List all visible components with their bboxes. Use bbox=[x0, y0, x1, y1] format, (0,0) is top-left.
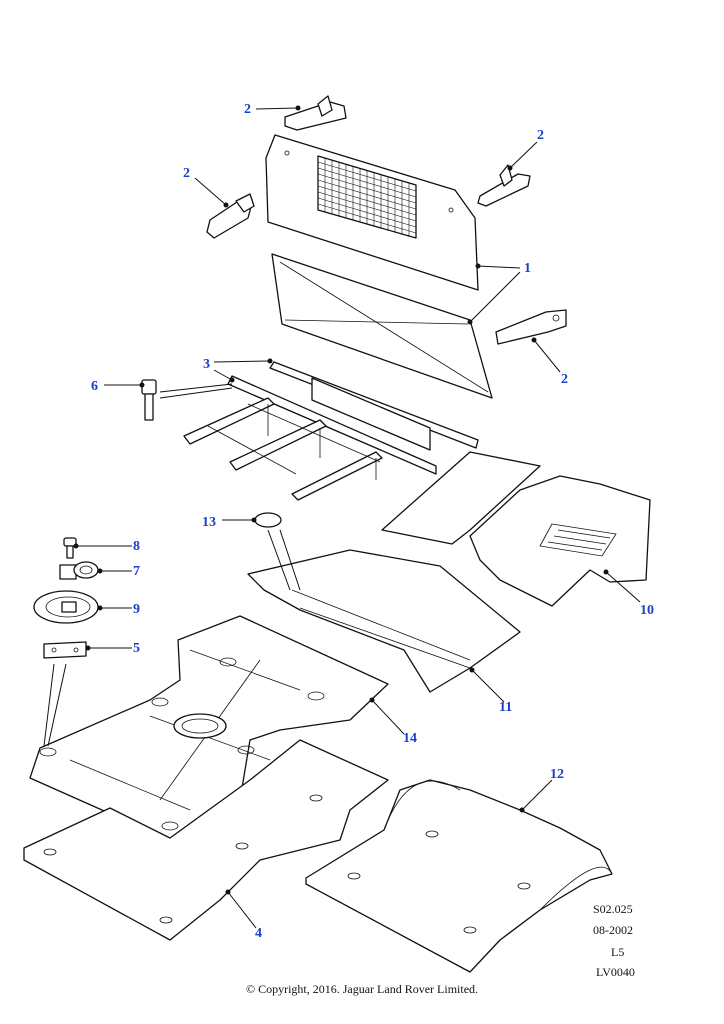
drawing-code: LV0040 bbox=[596, 965, 635, 979]
callout-10[interactable]: 10 bbox=[640, 603, 654, 618]
callout-8[interactable]: 8 bbox=[133, 539, 140, 554]
part-9-cup bbox=[33, 590, 99, 624]
drawing-date: 08-2002 bbox=[593, 923, 633, 937]
callout-3[interactable]: 3 bbox=[203, 357, 210, 372]
part-2-bracket-right-top bbox=[477, 164, 531, 207]
callout-13[interactable]: 13 bbox=[202, 515, 216, 530]
part-13-plug bbox=[254, 512, 282, 528]
part-1-partition-lower bbox=[271, 253, 493, 399]
part-3-frame bbox=[183, 361, 479, 501]
callout-6[interactable]: 6 bbox=[91, 379, 98, 394]
drawing-ref: S02.025 bbox=[593, 902, 633, 916]
part-2-bracket-top bbox=[284, 95, 347, 131]
callout-4[interactable]: 4 bbox=[255, 926, 262, 941]
callout-1[interactable]: 1 bbox=[524, 261, 531, 276]
callout-9[interactable]: 9 bbox=[133, 602, 140, 617]
copyright-notice: © Copyright, 2016. Jaguar Land Rover Lim… bbox=[245, 982, 479, 996]
callout-2-left[interactable]: 2 bbox=[183, 166, 190, 181]
part-1-partition-upper bbox=[265, 134, 479, 291]
part-7-tie-down bbox=[59, 561, 99, 580]
leader-lines bbox=[43, 105, 641, 929]
part-4-floor-sheet bbox=[23, 739, 389, 941]
callout-7[interactable]: 7 bbox=[133, 564, 140, 579]
part-12-wheel-arch-floor bbox=[305, 779, 613, 973]
callout-2-right-top[interactable]: 2 bbox=[537, 128, 544, 143]
callout-2-right-lower[interactable]: 2 bbox=[561, 372, 568, 387]
callout-2-top[interactable]: 2 bbox=[244, 102, 251, 117]
part-11-floor-panel bbox=[247, 549, 521, 693]
part-8-screw bbox=[63, 537, 77, 559]
drawing-level: L5 bbox=[611, 945, 625, 959]
callout-5[interactable]: 5 bbox=[133, 641, 140, 656]
part-6-bolt bbox=[141, 379, 157, 421]
part-2-bracket-left bbox=[206, 193, 255, 239]
part-5-plate bbox=[43, 641, 87, 659]
part-2-bracket-right-lower bbox=[495, 309, 567, 345]
callout-14[interactable]: 14 bbox=[403, 731, 417, 746]
callout-11[interactable]: 11 bbox=[499, 700, 513, 715]
callout-12[interactable]: 12 bbox=[550, 767, 564, 782]
